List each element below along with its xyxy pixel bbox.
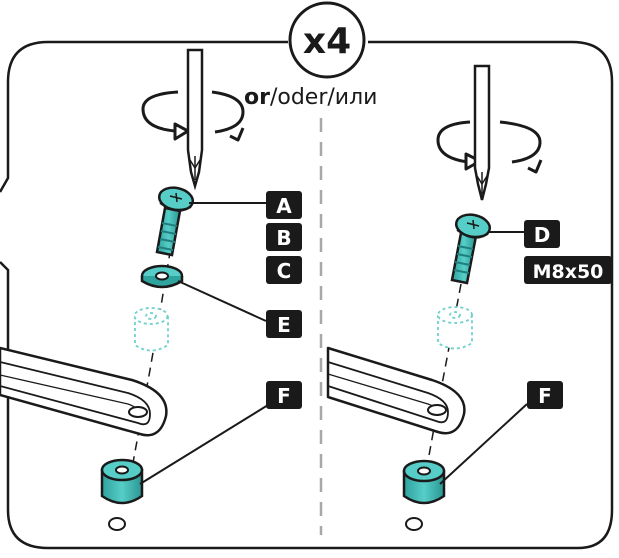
alternative-first: or	[244, 85, 270, 110]
arm-icon	[0, 346, 168, 437]
label-m8x50: M8x50	[524, 256, 612, 284]
label-f-left: F	[266, 381, 302, 409]
arm-icon	[326, 346, 466, 435]
svg-text:D: D	[534, 223, 551, 247]
svg-text:A: A	[276, 194, 292, 218]
frame-border	[0, 40, 614, 550]
svg-text:E: E	[277, 313, 291, 337]
alternative-rest: /oder/или	[270, 85, 378, 110]
svg-text:B: B	[276, 226, 291, 250]
spacer-icon	[133, 307, 169, 352]
spacer-f-icon	[100, 458, 144, 505]
leader-lines-left	[139, 202, 269, 485]
screwdriver-icon	[186, 48, 204, 191]
label-f-right: F	[527, 381, 563, 409]
washer-icon	[140, 264, 184, 289]
label-a: A	[266, 191, 302, 219]
rotate-arrow-icon	[436, 120, 543, 174]
svg-text:C: C	[277, 259, 292, 283]
screw-icon	[450, 213, 492, 285]
leader-lines-right	[439, 231, 528, 485]
svg-text:F: F	[277, 384, 291, 408]
quantity-badge: x4	[288, 1, 366, 79]
label-e: E	[266, 310, 302, 338]
label-b: B	[266, 223, 302, 251]
quantity-text: x4	[303, 21, 351, 62]
rotate-arrow-icon	[141, 90, 245, 142]
spacer-f-icon	[402, 459, 446, 505]
screw-icon	[155, 186, 195, 257]
hole-icon	[405, 517, 423, 531]
label-c: C	[266, 256, 302, 284]
spacer-icon	[437, 306, 473, 350]
svg-text:F: F	[538, 384, 552, 408]
screwdriver-icon	[473, 64, 491, 201]
hole-icon	[108, 517, 126, 531]
label-d: D	[524, 220, 560, 248]
alternative-text: or/oder/или	[244, 85, 377, 110]
svg-text:M8x50: M8x50	[533, 261, 604, 283]
